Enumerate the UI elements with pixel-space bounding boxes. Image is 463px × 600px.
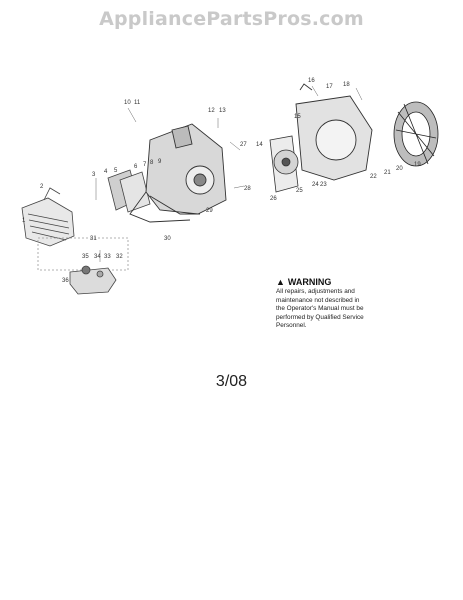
callout-28: 28 bbox=[244, 186, 251, 192]
warning-line: the Operator's Manual must be bbox=[276, 305, 364, 313]
warning-line: Personnel. bbox=[276, 322, 307, 330]
callout-27: 27 bbox=[240, 142, 247, 148]
intake-grille-part bbox=[393, 101, 439, 167]
callout-29: 29 bbox=[206, 208, 213, 214]
warning-line: performed by Qualified Service bbox=[276, 313, 364, 321]
warning-text: All repairs, adjustments and maintenance… bbox=[276, 288, 396, 331]
warning-line: All repairs, adjustments and bbox=[276, 288, 355, 295]
callout-20: 20 bbox=[396, 166, 403, 172]
callout-23: 23 bbox=[320, 182, 327, 188]
callout-16: 16 bbox=[308, 78, 315, 84]
warning-triangle-icon: ▲ bbox=[276, 277, 285, 287]
callout-labels: 1 2 3 4 5 6 7 8 9 10 11 12 13 14 15 16 1… bbox=[22, 78, 421, 284]
callout-2: 2 bbox=[40, 184, 44, 190]
callout-10: 10 bbox=[124, 100, 131, 106]
callout-36: 36 bbox=[62, 278, 69, 284]
callout-26: 26 bbox=[270, 196, 277, 202]
callout-3: 3 bbox=[92, 172, 96, 178]
callout-9: 9 bbox=[158, 159, 162, 165]
callout-22: 22 bbox=[370, 174, 377, 180]
callout-31: 31 bbox=[90, 236, 97, 242]
callout-19: 19 bbox=[414, 162, 421, 168]
callout-11: 11 bbox=[134, 100, 141, 106]
blower-housing-part bbox=[295, 83, 373, 181]
callout-30: 30 bbox=[164, 236, 171, 242]
callout-24: 24 bbox=[312, 182, 319, 188]
warning-notice: ▲ WARNING All repairs, adjustments and m… bbox=[276, 277, 396, 331]
callout-33: 33 bbox=[104, 254, 111, 260]
warning-line: maintenance not described in bbox=[276, 296, 360, 304]
callout-4: 4 bbox=[104, 169, 108, 175]
callout-32: 32 bbox=[116, 254, 123, 260]
callout-6: 6 bbox=[134, 164, 138, 170]
callout-21: 21 bbox=[384, 170, 391, 176]
warning-heading: ▲ WARNING bbox=[276, 277, 396, 287]
callout-14: 14 bbox=[256, 142, 263, 148]
callout-15: 15 bbox=[294, 114, 301, 120]
callout-1: 1 bbox=[22, 218, 26, 224]
watermark: AppliancePartsPros.com bbox=[99, 8, 364, 30]
callout-12: 12 bbox=[208, 108, 215, 114]
callout-25: 25 bbox=[296, 188, 303, 194]
warning-heading-text: WARNING bbox=[287, 277, 332, 287]
callout-17: 17 bbox=[326, 84, 333, 90]
engine-housing-part bbox=[129, 123, 227, 223]
callout-8: 8 bbox=[150, 160, 154, 166]
callout-13: 13 bbox=[219, 108, 226, 114]
callout-35: 35 bbox=[82, 254, 89, 260]
date-code: 3/08 bbox=[215, 373, 248, 390]
impeller-part bbox=[269, 135, 299, 193]
callout-7: 7 bbox=[143, 162, 147, 168]
callout-18: 18 bbox=[343, 82, 350, 88]
callout-5: 5 bbox=[114, 168, 118, 174]
carburetor-part bbox=[37, 237, 129, 295]
callout-34: 34 bbox=[94, 254, 101, 260]
muffler-shield-part bbox=[21, 187, 75, 247]
